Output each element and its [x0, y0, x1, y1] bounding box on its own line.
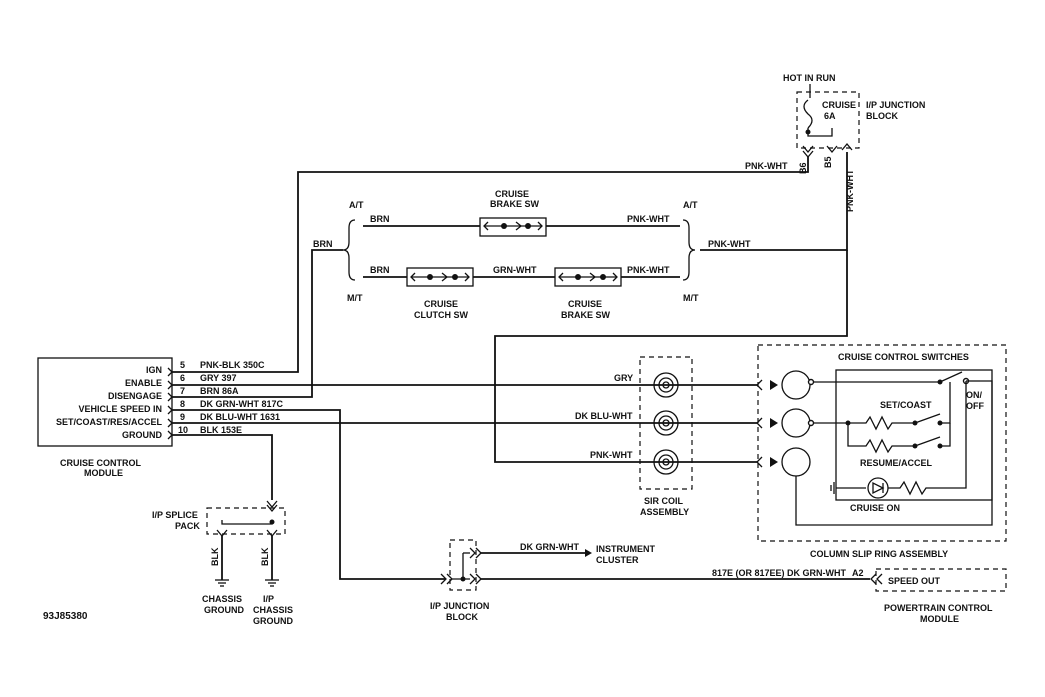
pin-num-8: 8: [180, 399, 185, 409]
cruise-clutch-sw-label: CRUISE: [424, 299, 458, 309]
ip-splice-pack: I/P SPLICE PACK BLK BLK CHASSIS GROUND I…: [152, 500, 293, 626]
cruise-brake-sw-mt-label: CRUISE: [568, 299, 602, 309]
speed-out-pin-label: A2: [852, 568, 864, 578]
set-coast-label: SET/COAST: [880, 400, 932, 410]
wire-set-coast-label: DK BLU-WHT 1631: [200, 412, 280, 422]
figure-id-label: 93J85380: [43, 611, 88, 622]
hot-in-run-label: HOT IN RUN: [783, 73, 836, 83]
chassis-ground-label: CHASSIS: [202, 594, 242, 604]
fuse-rating-label: 6A: [824, 111, 836, 121]
wire-pnk-wht-at-label: PNK-WHT: [627, 214, 670, 224]
module-name-label-2: MODULE: [84, 468, 123, 478]
pin-num-9: 9: [180, 412, 185, 422]
cruise-fuse-label: CRUISE: [822, 100, 856, 110]
wire-pnk-wht-top-label: PNK-WHT: [745, 161, 788, 171]
wire-grn-wht-label: GRN-WHT: [493, 265, 537, 275]
wire-enable-label: GRY 397: [200, 373, 237, 383]
wire-speed-label: DK GRN-WHT 817C: [200, 399, 284, 409]
wire-disengage-label: BRN 86A: [200, 386, 239, 396]
resume-accel-label: RESUME/ACCEL: [860, 458, 933, 468]
pin-ground-label: GROUND: [122, 430, 162, 440]
ip-junction-block-top: HOT IN RUN CRUISE 6A I/P JUNCTION BLOCK …: [783, 73, 925, 174]
wire-dk-grn-wht-cluster-label: DK GRN-WHT: [520, 542, 579, 552]
pin-num-5: 5: [180, 360, 185, 370]
cruise-switches-title: CRUISE CONTROL SWITCHES: [838, 352, 969, 362]
cruise-control-module: IGN ENABLE DISENGAGE VEHICLE SPEED IN SE…: [37, 357, 284, 478]
ign-feed-wire: PNK-WHT: [172, 157, 809, 373]
ip-junction-block-label-2: BLOCK: [866, 111, 898, 121]
at-label-right: A/T: [683, 200, 698, 210]
speed-out-label: SPEED OUT: [888, 576, 941, 586]
splice-pack-label-2: PACK: [175, 521, 200, 531]
wire-ign-label: PNK-BLK 350C: [200, 360, 265, 370]
sir-coil-label: SIR COIL: [644, 496, 684, 506]
wire-pnk-wht-mt-label: PNK-WHT: [627, 265, 670, 275]
brake-switch-section: A/T M/T A/T M/T BRN PNK-WHT CRUISE BRAKE…: [172, 189, 699, 398]
ip-junction-block-bottom: DK GRN-WHT INSTRUMENT CLUSTER I/P JUNCTI…: [430, 539, 870, 622]
pin-num-7: 7: [180, 386, 185, 396]
cruise-control-switches: CRUISE CONTROL SWITCHES ON/ OFF SET/COAS…: [756, 344, 1007, 559]
wire-pnk-wht-brake-label: PNK-WHT: [708, 239, 751, 249]
pin-set-coast-label: SET/COAST/RES/ACCEL: [56, 417, 163, 427]
mt-label-left: M/T: [347, 293, 363, 303]
splice-pack-label: I/P SPLICE: [152, 510, 198, 520]
pin-ign-label: IGN: [146, 365, 162, 375]
module-name-label: CRUISE CONTROL: [60, 458, 142, 468]
wire-blk-label-1: BLK: [210, 547, 220, 566]
on-off-label-2: OFF: [966, 401, 984, 411]
wire-pnk-wht-vertical-label: PNK-WHT: [845, 169, 855, 212]
ip-junction-block-label: I/P JUNCTION: [866, 100, 925, 110]
wire-gry-label: GRY: [614, 373, 633, 383]
on-off-label: ON/: [966, 390, 983, 400]
wire-brn-mt-label: BRN: [370, 265, 390, 275]
ip-chassis-ground-label-2: CHASSIS: [253, 605, 293, 615]
pcm-label: POWERTRAIN CONTROL: [884, 603, 993, 613]
cruise-clutch-sw-label-2: CLUTCH SW: [414, 310, 468, 320]
wire-brn-main-label: BRN: [313, 239, 333, 249]
mt-label-right: M/T: [683, 293, 699, 303]
sir-coil-assembly: SIR COIL ASSEMBLY: [639, 356, 693, 517]
cruise-on-label: CRUISE ON: [850, 503, 900, 513]
wire-dk-blu-wht-label: DK BLU-WHT: [575, 411, 633, 421]
wire-ground-label: BLK 153E: [200, 425, 242, 435]
pin-disengage-label: DISENGAGE: [108, 391, 162, 401]
chassis-ground-label-2: GROUND: [204, 605, 244, 615]
wire-pnk-wht-sir-label: PNK-WHT: [590, 450, 633, 460]
cruise-brake-sw-at-label: CRUISE: [495, 189, 529, 199]
wire-brn-at-label: BRN: [370, 214, 390, 224]
pin-b5-label: B5: [823, 156, 833, 168]
cruise-brake-sw-mt-label-2: BRAKE SW: [561, 310, 611, 320]
slip-ring-label: COLUMN SLIP RING ASSEMBLY: [810, 549, 948, 559]
pcm-label-2: MODULE: [920, 614, 959, 624]
ip-chassis-ground-label-3: GROUND: [253, 616, 293, 626]
brake-feed-wire: PNK-WHT PNK-WHT: [494, 152, 855, 463]
instrument-cluster-label: INSTRUMENT: [596, 544, 655, 554]
ip-chassis-ground-label: I/P: [263, 594, 274, 604]
pin-b6-label: B6: [798, 162, 808, 174]
pin-enable-label: ENABLE: [125, 378, 162, 388]
pin-vehicle-speed-label: VEHICLE SPEED IN: [78, 404, 162, 414]
pin-num-6: 6: [180, 373, 185, 383]
instrument-cluster-label-2: CLUSTER: [596, 555, 639, 565]
speed-out-wire-label: 817E (OR 817EE) DK GRN-WHT: [712, 568, 847, 578]
ip-junction-bottom-label: I/P JUNCTION: [430, 601, 489, 611]
wire-blk-label-2: BLK: [260, 547, 270, 566]
at-label-left: A/T: [349, 200, 364, 210]
cruise-brake-sw-at-label-2: BRAKE SW: [490, 199, 540, 209]
pin-num-10: 10: [178, 425, 188, 435]
sir-assembly-label: ASSEMBLY: [640, 507, 689, 517]
ip-junction-bottom-label-2: BLOCK: [446, 612, 478, 622]
powertrain-control-module: SPEED OUT POWERTRAIN CONTROL MODULE: [870, 568, 1007, 624]
